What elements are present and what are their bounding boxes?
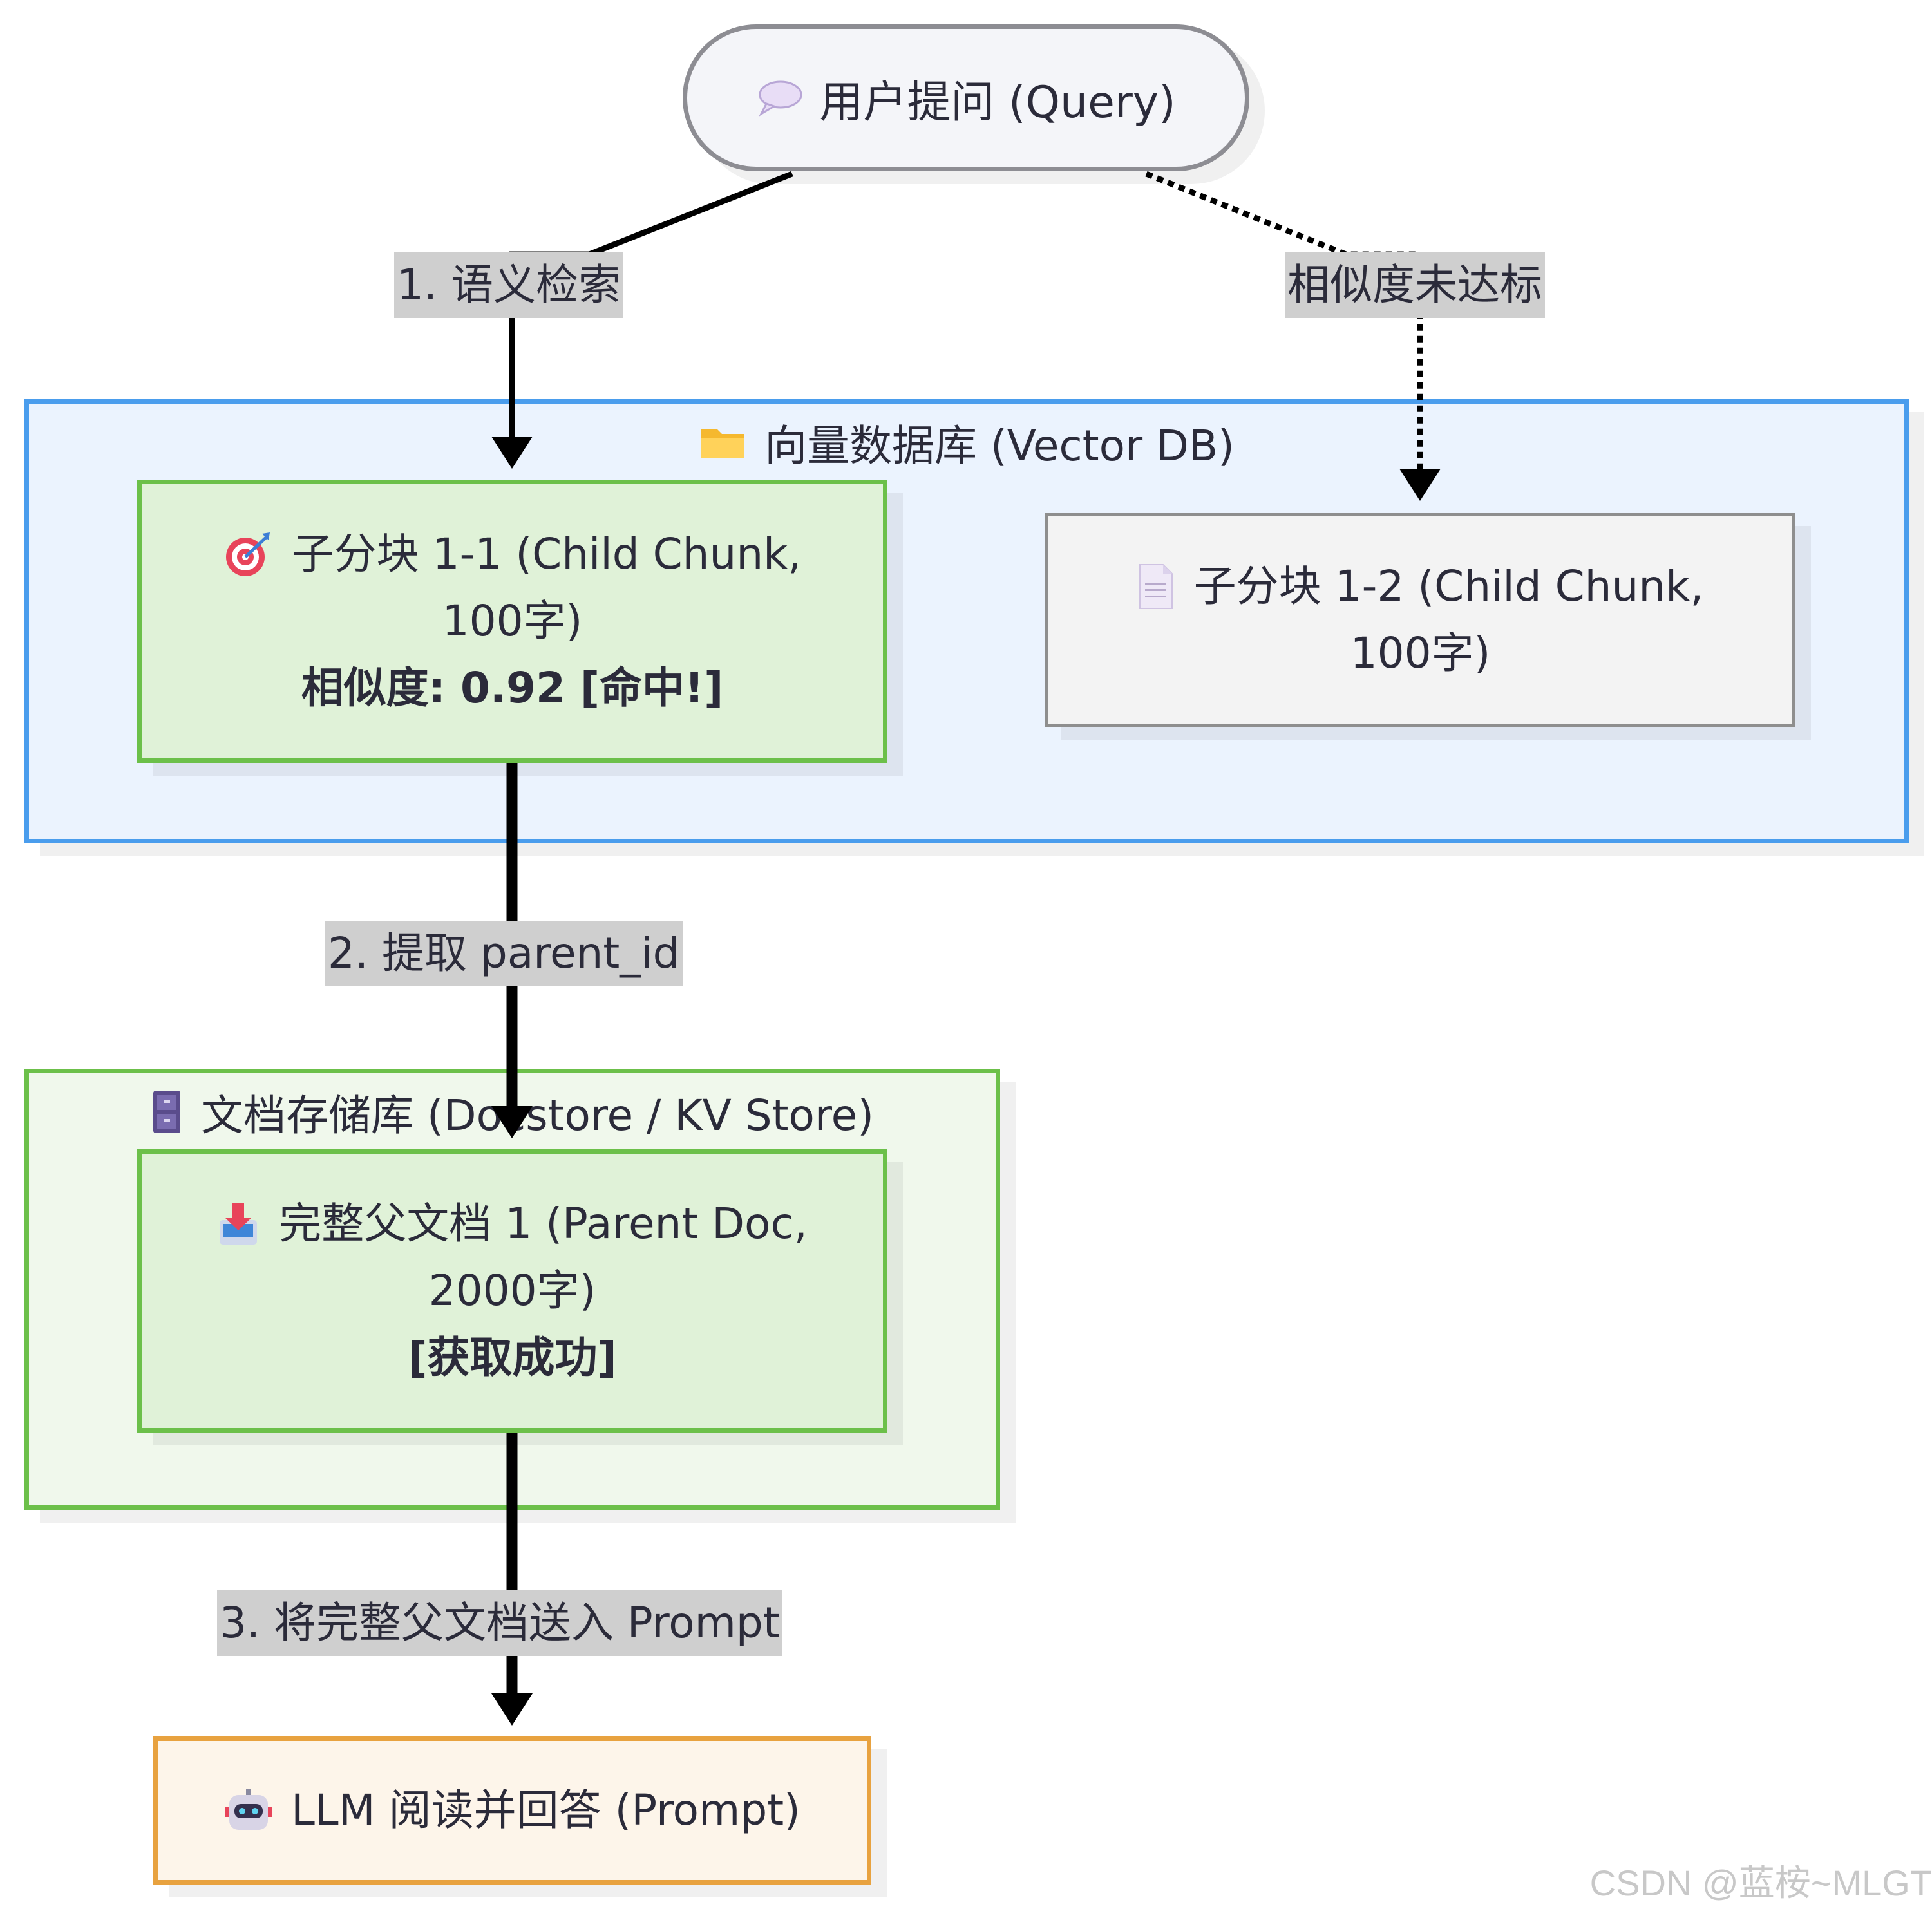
arrowhead <box>491 1106 533 1138</box>
arrowhead <box>491 1693 533 1726</box>
docstore-title: 文档存储库 (Docstore / KV Store) <box>29 1081 996 1143</box>
target-icon <box>225 532 270 576</box>
edge-label-to-prompt: 3. 将完整父文档送入 Prompt <box>217 1590 782 1656</box>
llm-node: LLM 阅读并回答 (Prompt) <box>153 1736 871 1885</box>
document-icon <box>1139 564 1173 609</box>
edge-label-semantic-search: 1. 语义检索 <box>394 252 623 318</box>
folder-icon <box>701 429 744 458</box>
inbox-download-icon <box>220 1203 258 1245</box>
arrowhead <box>491 437 533 469</box>
vector-db-title: 向量数据库 (Vector DB) <box>29 411 1904 473</box>
fetch-status: [获取成功] <box>408 1333 617 1382</box>
edge-below-threshold <box>1145 171 1423 470</box>
file-cabinet-icon <box>153 1091 181 1133</box>
edge-label-get-parent-id: 2. 提取 parent_id <box>325 921 683 986</box>
child-chunk-1-2-node: 子分块 1-2 (Child Chunk, 100字) <box>1045 513 1795 727</box>
user-query-node: 用户提问 (Query) <box>683 24 1249 171</box>
edge-label-below-threshold: 相似度未达标 <box>1285 252 1545 318</box>
child-chunk-1-1-node: 子分块 1-1 (Child Chunk, 100字) 相似度: 0.92 [命… <box>137 480 887 763</box>
robot-icon <box>225 1789 272 1830</box>
similarity-score: 相似度: 0.92 [命中!] <box>301 663 724 713</box>
speech-bubble-icon <box>759 80 802 117</box>
parent-doc-node: 完整父文档 1 (Parent Doc, 2000字) [获取成功] <box>137 1149 887 1433</box>
watermark: CSDN @蓝桉~MLGT <box>1589 1863 1932 1903</box>
arrowhead <box>1399 469 1441 501</box>
